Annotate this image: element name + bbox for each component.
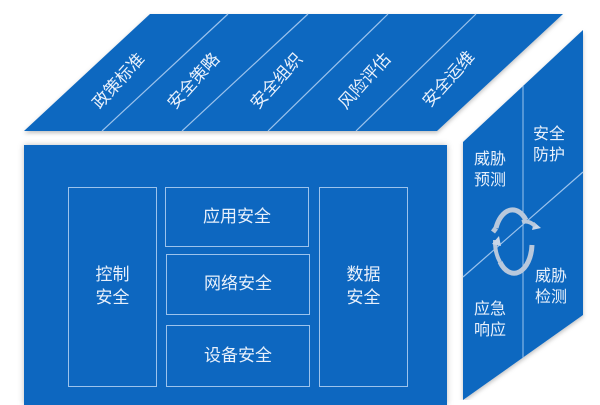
threat-prediction-line2: 预测 xyxy=(473,170,506,189)
emergency-response-line2: 响应 xyxy=(473,320,506,339)
emergency-response-line1: 应急 xyxy=(473,299,506,318)
threat-detection-line1: 威胁 xyxy=(534,266,567,285)
front-face: 控制 安全 应用安全 网络安全 设备安全 数据 安全 xyxy=(24,145,447,405)
data-security-label-1: 数据 xyxy=(346,265,381,285)
security-protection-line2: 防护 xyxy=(532,145,565,164)
network-security-label: 网络安全 xyxy=(204,274,272,294)
threat-detection-label: 威胁 检测 xyxy=(526,265,576,307)
emergency-response-label: 应急 响应 xyxy=(465,298,515,340)
control-security-label-1: 控制 xyxy=(95,265,130,285)
threat-prediction-label: 威胁 预测 xyxy=(465,148,515,190)
network-security-box: 网络安全 xyxy=(166,254,310,315)
control-security-label-2: 安全 xyxy=(95,288,130,308)
device-security-box: 设备安全 xyxy=(166,325,310,387)
security-protection-line1: 安全 xyxy=(532,124,565,143)
application-security-label: 应用安全 xyxy=(203,206,271,227)
threat-detection-line2: 检测 xyxy=(534,287,567,306)
security-protection-label: 安全 防护 xyxy=(524,123,574,165)
data-security-box: 数据 安全 xyxy=(319,187,408,387)
threat-prediction-line1: 威胁 xyxy=(473,149,506,168)
application-security-box: 应用安全 xyxy=(165,187,309,247)
device-security-label: 设备安全 xyxy=(204,345,272,366)
control-security-box: 控制 安全 xyxy=(68,187,157,387)
data-security-label-2: 安全 xyxy=(346,288,381,308)
